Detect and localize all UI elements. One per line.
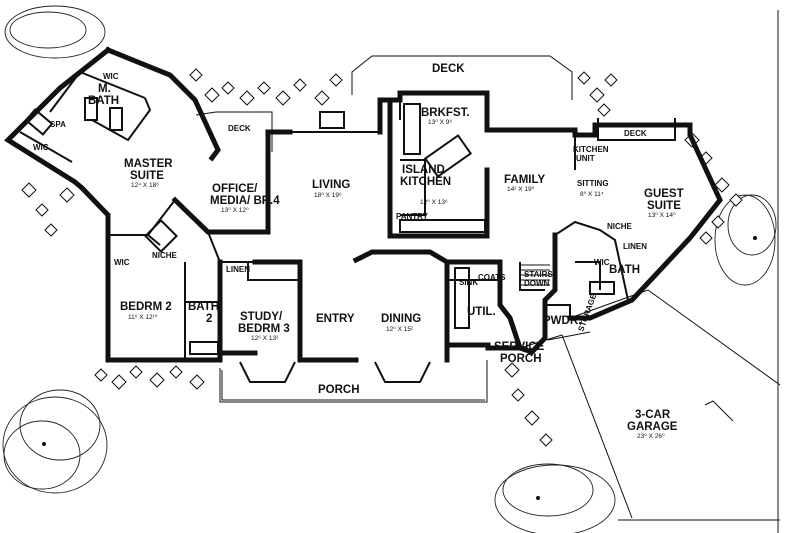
bedrm2-label: BEDRM 2: [120, 301, 172, 313]
sitting-label: SITTING: [577, 179, 609, 188]
wic-guest-label: WIC: [594, 258, 610, 267]
deck-top-label: DECK: [432, 63, 465, 75]
room-labels: DECK DECK DECK BRKFST. 13⁰ X 9⁶ M. BATH …: [33, 63, 684, 440]
island-label: ISLAND: [402, 164, 445, 176]
stairs-label-1: STAIRS: [524, 270, 553, 279]
master-dim: 12⁴ X 18⁶: [131, 182, 159, 189]
bath2-label-2: 2: [206, 313, 212, 325]
service-porch-label-1: SERVICE: [494, 341, 545, 353]
stairs-label-2: DOWN: [524, 279, 550, 288]
kitchen-unit-label-1: KITCHEN: [573, 145, 609, 154]
spa-label: SPA: [50, 120, 66, 129]
landscaping: [2, 5, 779, 533]
guest-label-1: GUEST: [644, 188, 684, 200]
guest-label-2: SUITE: [647, 200, 681, 212]
deck-right-label: DECK: [624, 129, 647, 138]
family-dim: 14² X 19⁰: [507, 186, 535, 193]
study-dim: 12⁶ X 13²: [251, 335, 279, 342]
sitting-dim: 8⁰ X 11⁴: [580, 191, 604, 198]
garage-outline: [519, 289, 781, 521]
deck-left-label: DECK: [228, 124, 251, 133]
guest-dim: 13⁰ X 14⁰: [648, 212, 676, 219]
m-bath-label-2: BATH: [88, 95, 119, 107]
bedrm2-dim: 11⁶ X 12¹⁰: [128, 314, 158, 321]
kitchen-unit-label-2: UNIT: [576, 154, 595, 163]
niche-right-label: NICHE: [607, 222, 633, 231]
kitchen-dim: 12⁰ X 13⁶: [420, 199, 448, 206]
pantry-label: PANTRY: [396, 212, 429, 221]
exterior-walls: [4, 46, 723, 363]
sink-label: SINK: [459, 278, 478, 287]
garage-label-1: 3-CAR: [635, 409, 671, 421]
entry-label: ENTRY: [316, 313, 355, 325]
living-label: LIVING: [312, 179, 350, 191]
pwdr-label: PWDR.: [543, 315, 581, 327]
bath-guest-label: BATH: [609, 264, 640, 276]
master-label-1: MASTER: [124, 158, 173, 170]
garage-dim: 23⁰ X 26⁰: [637, 433, 665, 440]
wic-master-left-label: WIC: [33, 143, 49, 152]
linen-right-label: LINEN: [623, 242, 647, 251]
service-porch-label-2: PORCH: [500, 353, 542, 365]
deck-right-outline: [597, 118, 676, 141]
deck-top-outline: [351, 55, 573, 100]
linen-center-label: LINEN: [226, 265, 250, 274]
living-dim: 18⁰ X 19⁶: [314, 192, 342, 199]
brkfst-label: BRKFST.: [421, 107, 470, 119]
family-label: FAMILY: [504, 174, 545, 186]
porch-outline: [219, 360, 488, 403]
bath2-label-1: BATH: [188, 301, 219, 313]
m-bath-label-1: M.: [98, 83, 111, 95]
porch-label: PORCH: [318, 384, 360, 396]
fixtures: [24, 97, 615, 355]
coats-label: COATS: [478, 273, 506, 282]
office-label-2: MEDIA/ BR.4: [210, 195, 280, 207]
study-label-2: BEDRM 3: [238, 323, 290, 335]
garage-label-2: GARAGE: [627, 421, 678, 433]
dining-label: DINING: [381, 313, 421, 325]
storage-label: STORAGE: [576, 292, 598, 333]
wic-master-top-label: WIC: [103, 72, 119, 81]
kitchen-label: KITCHEN: [400, 176, 451, 188]
wic-bed2-label: WIC: [114, 258, 130, 267]
util-label: UTIL.: [467, 306, 496, 318]
brkfst-dim: 13⁰ X 9⁶: [428, 119, 452, 126]
study-label-1: STUDY/: [240, 311, 283, 323]
master-label-2: SUITE: [130, 170, 164, 182]
interior-walls: [19, 71, 629, 360]
niche-left-label: NICHE: [152, 251, 178, 260]
dining-dim: 12⁰ X 15²: [386, 326, 414, 333]
office-label-1: OFFICE/: [212, 183, 258, 195]
office-dim: 13⁰ X 12⁰: [221, 207, 249, 214]
